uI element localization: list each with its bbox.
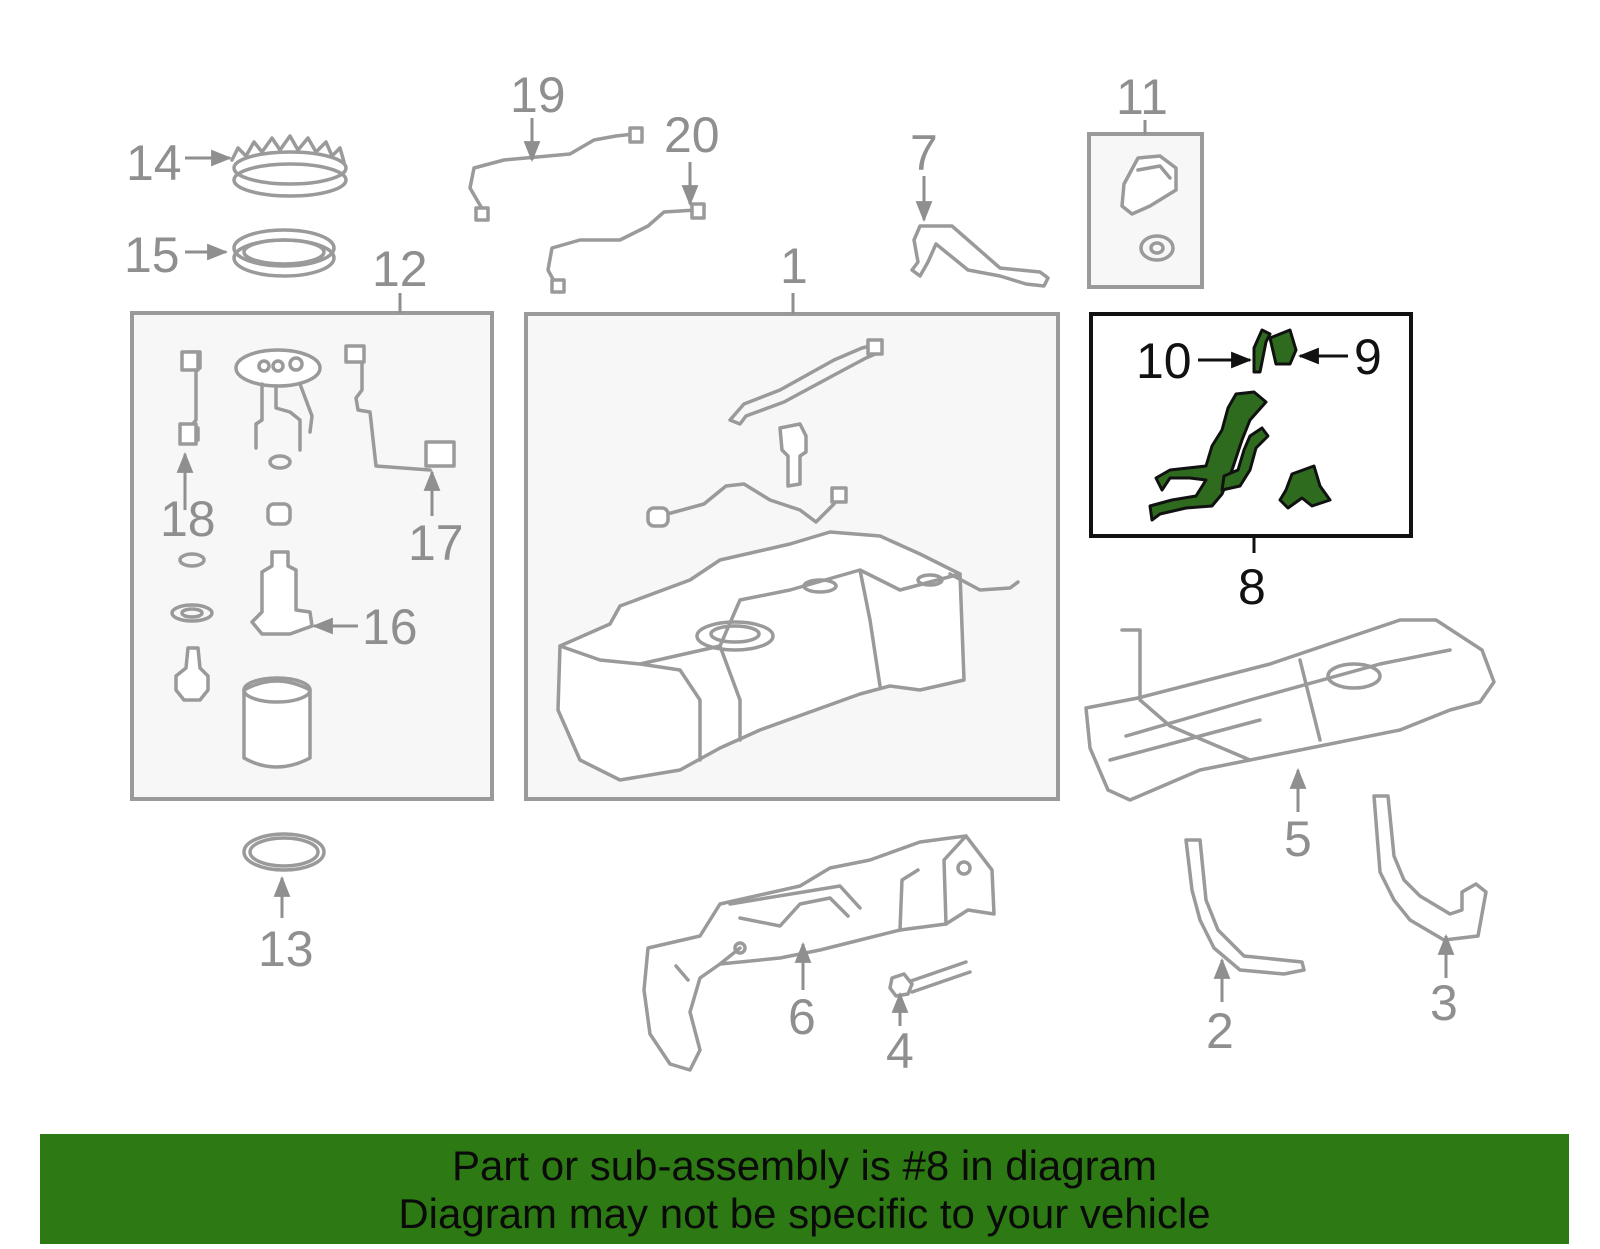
callout-9: 9 bbox=[1354, 329, 1382, 385]
info-banner: Part or sub-assembly is #8 in diagram Di… bbox=[40, 1134, 1569, 1244]
callout-20: 20 bbox=[664, 107, 720, 163]
callout-5: 5 bbox=[1284, 811, 1312, 867]
filler-pipe-box bbox=[1089, 312, 1413, 553]
callout-11: 11 bbox=[1116, 69, 1168, 125]
callout-12: 12 bbox=[372, 241, 428, 297]
pump-internals bbox=[170, 344, 456, 769]
fuel-cap-part bbox=[1120, 154, 1178, 262]
callout-13: 13 bbox=[258, 921, 314, 977]
callout-15: 15 bbox=[124, 227, 180, 283]
callout-17: 17 bbox=[408, 515, 464, 571]
bracket-7-part bbox=[910, 224, 1050, 288]
fuel-tank-part bbox=[556, 338, 1020, 782]
fuel-line-19-part bbox=[468, 126, 644, 222]
pump-assembly-box bbox=[130, 293, 494, 801]
strap-2-part bbox=[1184, 838, 1306, 976]
callout-4: 4 bbox=[886, 1023, 914, 1079]
callout-14: 14 bbox=[126, 135, 182, 191]
callout-8: 8 bbox=[1238, 559, 1266, 615]
callout-1: 1 bbox=[780, 238, 808, 294]
strap-3-part bbox=[1372, 794, 1488, 942]
fuel-line-20-part bbox=[546, 202, 706, 294]
callout-10: 10 bbox=[1136, 333, 1192, 389]
callout-7: 7 bbox=[910, 125, 938, 181]
leader-arrows bbox=[176, 118, 1455, 1026]
skid-plate-part bbox=[1084, 618, 1496, 802]
gasket-ring-part bbox=[232, 228, 336, 278]
callout-3: 3 bbox=[1430, 975, 1458, 1031]
filler-pipe-part bbox=[1148, 328, 1332, 522]
banner-line-1: Part or sub-assembly is #8 in diagram bbox=[452, 1142, 1157, 1189]
callout-labels: 1 2 3 4 5 6 7 8 9 10 11 12 13 14 15 16 1… bbox=[124, 67, 1458, 1079]
callout-2: 2 bbox=[1206, 1003, 1234, 1059]
callout-16: 16 bbox=[362, 599, 418, 655]
shield-part bbox=[642, 834, 996, 1072]
gasket-13-part bbox=[242, 832, 326, 872]
callout-18: 18 bbox=[160, 491, 216, 547]
banner-line-2: Diagram may not be specific to your vehi… bbox=[398, 1190, 1211, 1237]
bolt-part bbox=[888, 960, 972, 998]
lock-ring-part bbox=[230, 134, 348, 198]
callout-6: 6 bbox=[788, 989, 816, 1045]
callout-19: 19 bbox=[510, 67, 566, 123]
